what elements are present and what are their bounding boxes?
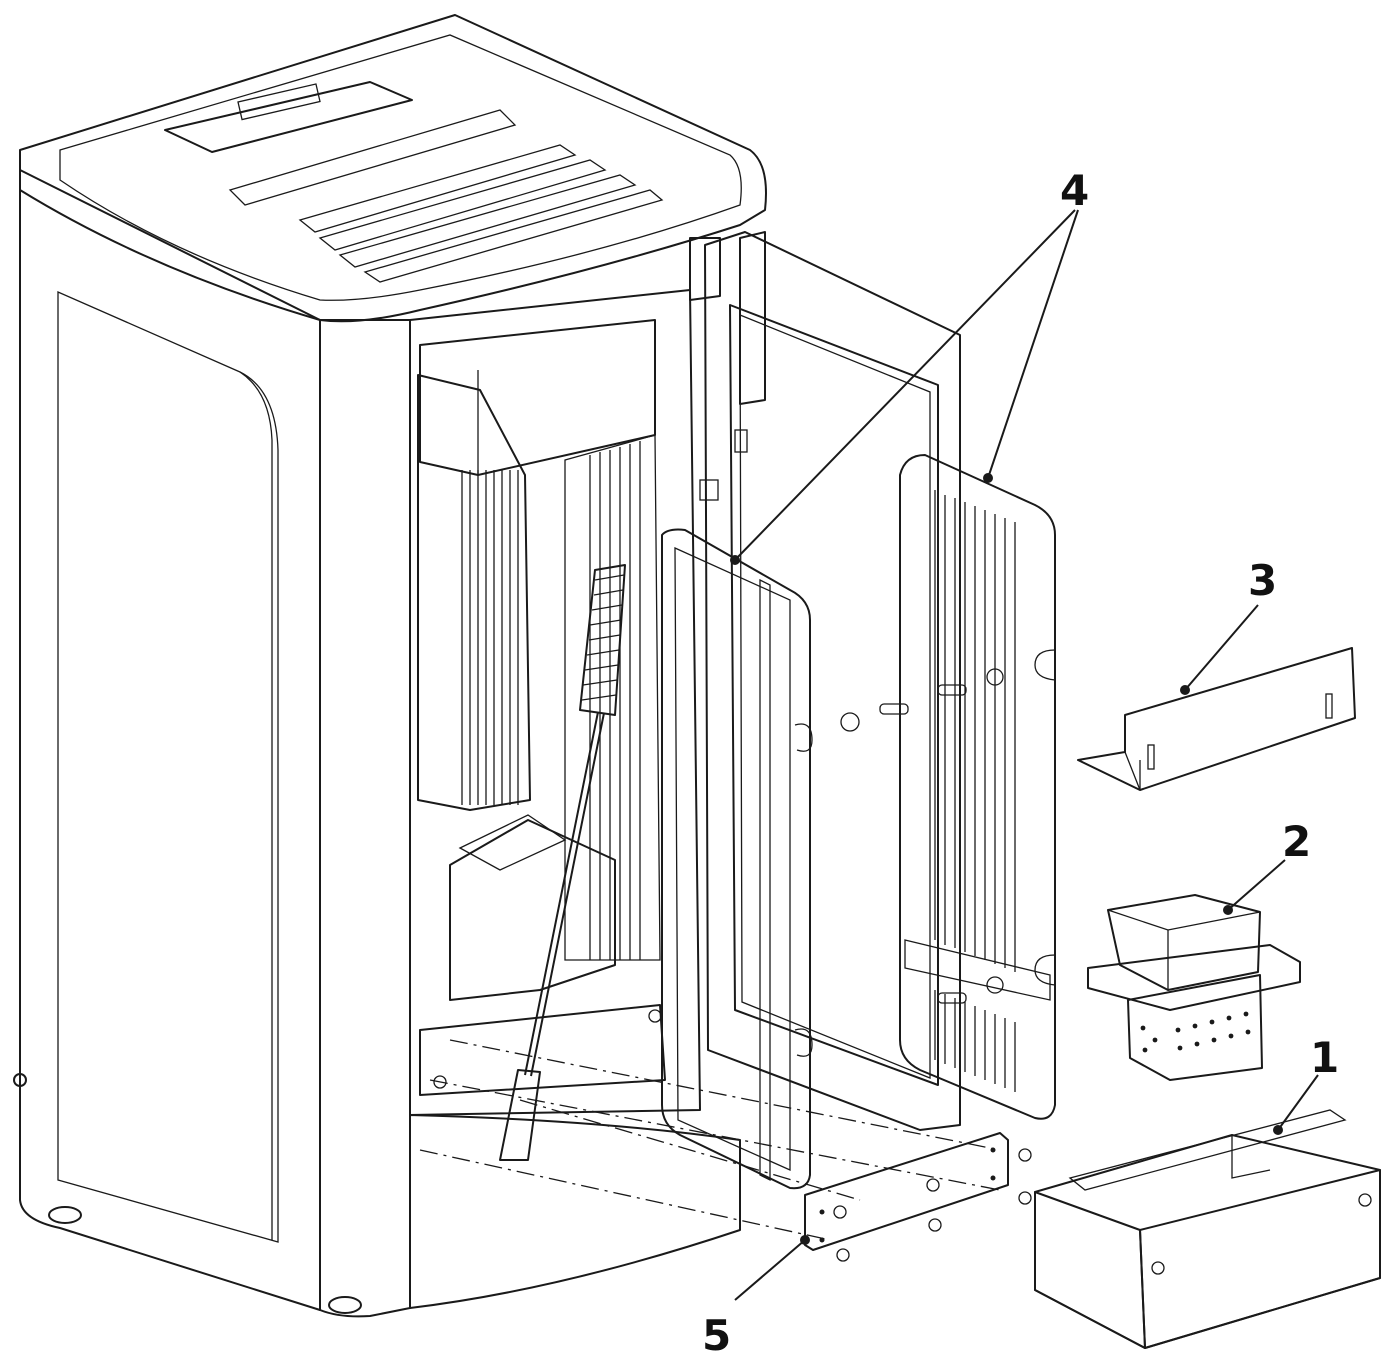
stove-interior (409, 289, 701, 1116)
callout-1: 1 (1310, 1033, 1339, 1082)
callout-2: 2 (1282, 817, 1311, 866)
flame-deflector (1077, 647, 1356, 791)
callout-4: 4 (1060, 166, 1089, 215)
stove-body (13, 14, 767, 1318)
bottom-cover-plate (804, 1132, 1032, 1262)
ash-drawer (1034, 1109, 1381, 1349)
leader-lines (734, 209, 1319, 1301)
open-front-door (699, 231, 961, 1131)
side-lining-panel (661, 528, 813, 1190)
screws (833, 1148, 1032, 1262)
callout-3: 3 (1248, 556, 1277, 605)
leader-dots (730, 473, 1283, 1245)
assembly-lines (419, 1039, 1001, 1241)
callout-5: 5 (702, 1311, 731, 1360)
ribbed-rear-panel (840, 454, 1056, 1120)
cleaning-brush (499, 564, 626, 1161)
perforated-burner-pot (1087, 894, 1301, 1081)
